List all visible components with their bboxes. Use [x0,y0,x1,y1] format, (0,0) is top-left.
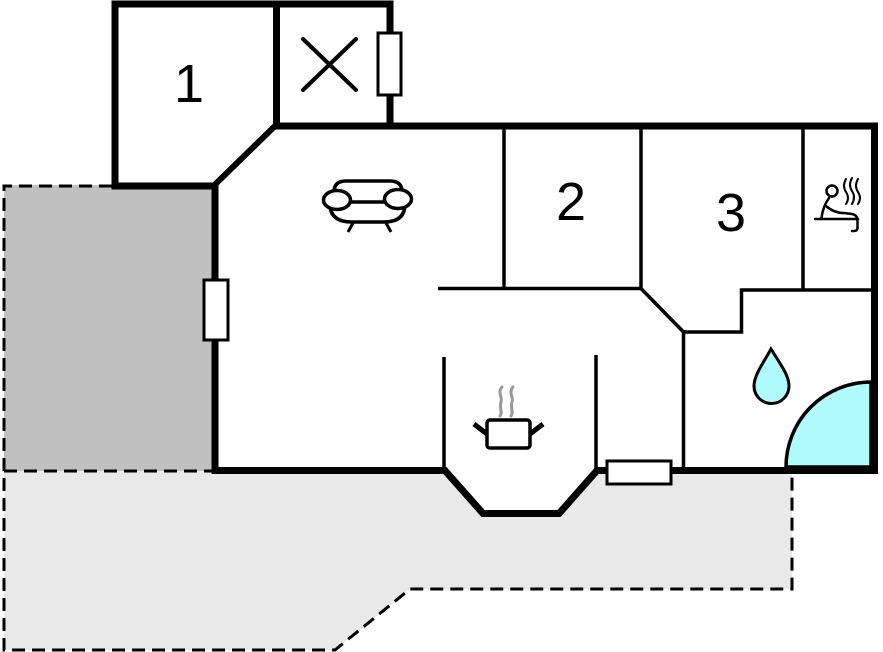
room-2-label: 2 [556,172,586,232]
room-3-label: 3 [716,183,746,243]
sauna-steam-icon [843,177,861,205]
terrace-upper [4,185,215,471]
openings [202,31,673,486]
stove-steam-icon [498,385,515,418]
room-1-label: 1 [174,54,204,114]
door-left [202,278,230,342]
exterior-walls [111,0,878,517]
corner-bath-icon [784,380,873,469]
water-drop-icon [752,345,791,405]
stove-pot-icon [472,418,545,450]
wall-bath-step [682,288,744,334]
sauna-person-icon [813,184,860,233]
wall-room1-diagonal [212,121,280,187]
terrace-border-dashed [2,184,794,652]
interior-walls [438,126,874,472]
window-bottom [605,459,673,486]
sofa-icon [321,179,414,233]
window-top-right [376,31,403,97]
window-cross-icon [301,37,358,92]
terrace-lower [4,470,792,650]
